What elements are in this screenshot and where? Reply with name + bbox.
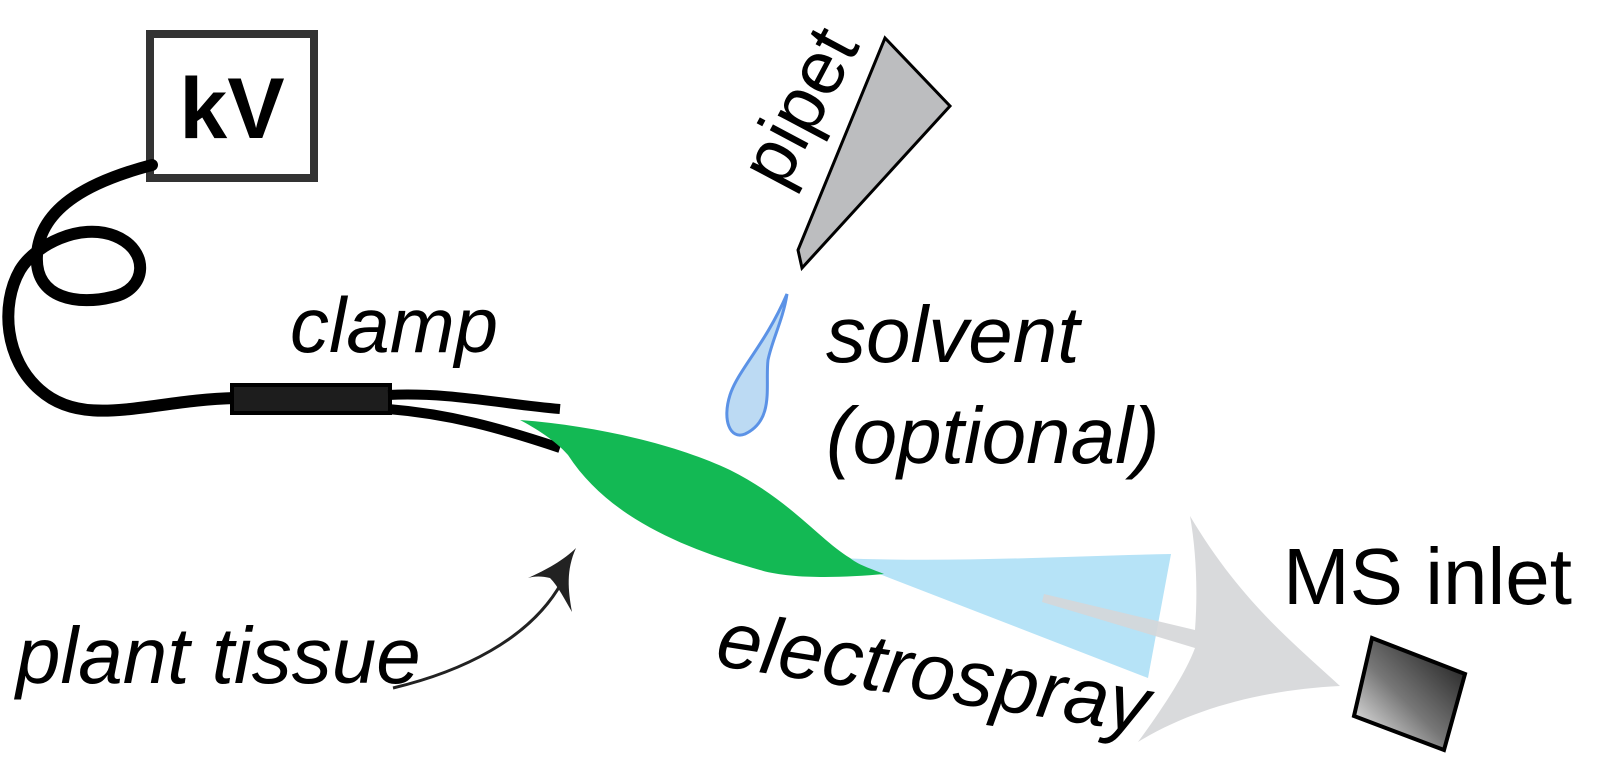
solvent-label-line2: (optional) xyxy=(826,391,1160,480)
kv-label: kV xyxy=(179,61,284,157)
power-supply-frame xyxy=(146,30,318,182)
pipet-tip xyxy=(796,35,953,272)
ms-inlet-label: MS inlet xyxy=(1283,532,1572,621)
solvent-label-line1: solvent xyxy=(826,290,1082,379)
pointer-head-icon xyxy=(528,548,576,612)
clamp xyxy=(230,383,562,453)
clamp-label: clamp xyxy=(290,281,498,369)
clamp-upper-jaw xyxy=(387,389,561,414)
flow-arrow xyxy=(1042,516,1340,742)
clamp-lower-jaw xyxy=(387,404,562,453)
ms-inlet-face xyxy=(1351,635,1468,753)
pointer-shaft xyxy=(392,581,564,690)
power-cable xyxy=(2,159,241,417)
power-supply-box: kV xyxy=(146,30,318,182)
solvent-droplet xyxy=(725,293,789,437)
plant-tissue-leaf xyxy=(520,420,884,577)
plant-tissue-pointer xyxy=(392,548,576,690)
ms-inlet-block xyxy=(1351,635,1468,753)
clamp-handle xyxy=(230,383,392,415)
electrospray-cone xyxy=(838,554,1171,678)
plant-tissue-label: plant tissue xyxy=(14,611,421,700)
